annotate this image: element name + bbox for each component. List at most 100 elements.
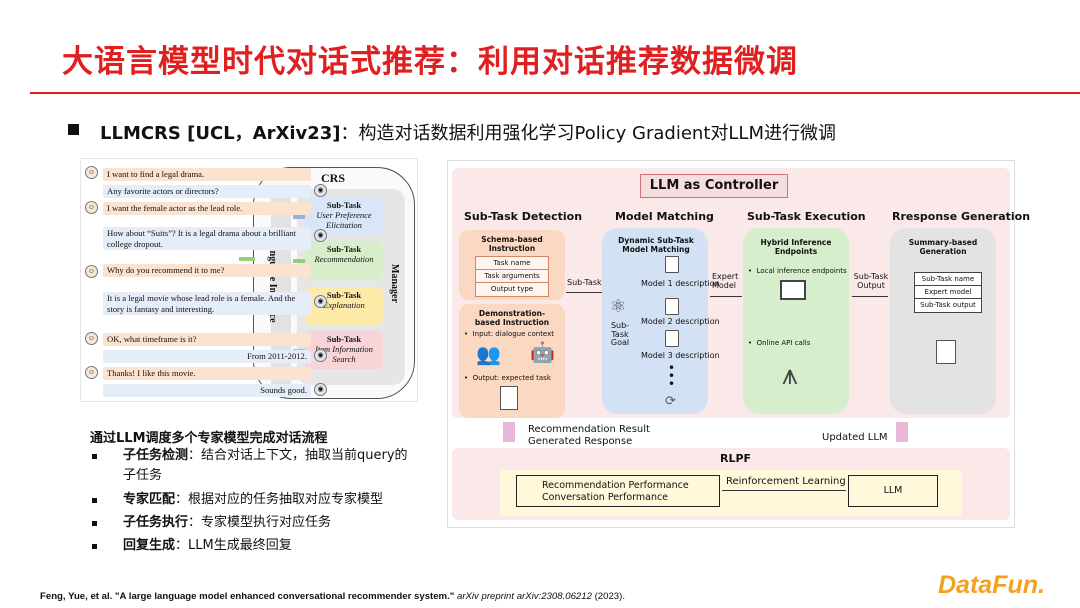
online-api: • Online API calls [748, 339, 811, 347]
dialogue-turn: OK, what timeframe is it? [103, 333, 311, 346]
model-doc-icon [665, 298, 679, 315]
subtask-arrow-label: Sub-Task [567, 278, 602, 287]
summary-row: Expert model [915, 286, 981, 299]
bot-avatar-icon: ◉ [314, 383, 327, 396]
llm-box: LLM [848, 475, 938, 507]
col-generation: Rresponse Generation [892, 210, 1031, 223]
generation-panel [890, 228, 996, 414]
model-doc-icon [665, 330, 679, 347]
col-matching: Model Matching [615, 210, 714, 223]
bullet-icon [92, 498, 97, 503]
demo-title: Demonstration-based Instruction [474, 309, 550, 327]
dyn-title: Dynamic Sub-Task Model Matching [618, 236, 694, 254]
bot-avatar-icon: ◉ [314, 229, 327, 242]
summary-title: Summary-based Generation [908, 238, 978, 256]
bullet-icon [92, 544, 97, 549]
updated-llm: Updated LLM [822, 432, 888, 443]
main-bullet-text: ：构造对话数据利用强化学习Policy Gradient对LLM进行微调 [340, 123, 836, 144]
computer-icon [780, 280, 806, 300]
dialogue-turn: Sounds good. [103, 384, 311, 397]
model-2: Model 2 description [641, 317, 720, 326]
hybrid-title: Hybrid Inference Endpoints [760, 238, 832, 256]
controller-title: LLM as Controller [640, 174, 788, 198]
atom-icon: ⚛ [610, 296, 627, 317]
user-avatar-icon: ☺ [85, 201, 98, 214]
people-icon: 👥 [476, 342, 501, 366]
main-bullet-bold: LLMCRS [UCL，ArXiv23] [100, 123, 341, 144]
schema-title: Schema-based Instruction [481, 235, 543, 253]
dialogue-turn: Any favorite actors or directors? [103, 185, 311, 198]
refresh-icon: ⟳ [665, 394, 676, 409]
bullet-icon [92, 454, 97, 459]
schema-row: Task arguments [476, 270, 548, 283]
dialogue-turn: I want the female actor as the lead role… [103, 202, 311, 215]
description-item: 回复生成：LLM生成最终回复 [92, 536, 422, 556]
document-icon [936, 340, 956, 364]
arrow-icon [852, 296, 888, 297]
up-arrow-icon [896, 422, 908, 442]
col-execution: Sub-Task Execution [747, 210, 866, 223]
description-item: 子任务检测：结合对话上下文，抽取当前query的子任务 [92, 446, 422, 486]
user-avatar-icon: ☺ [85, 166, 98, 179]
expert-model-label: Expert Model [712, 272, 739, 290]
arrow-icon [566, 292, 602, 293]
rl-label: Reinforcement Learning [726, 476, 846, 487]
user-avatar-icon: ☺ [85, 332, 98, 345]
page-title: 大语言模型时代对话式推荐：利用对话推荐数据微调 [62, 44, 798, 80]
bot-avatar-icon: ◉ [314, 295, 327, 308]
summary-row: Sub-Task name [915, 273, 981, 286]
user-avatar-icon: ☺ [85, 366, 98, 379]
description-item: 子任务执行：专家模型执行对应任务 [92, 513, 422, 533]
citation: Feng, Yue, et al. "A large language mode… [40, 591, 625, 602]
crs-title: CRS [321, 171, 346, 185]
schema-row: Task name [476, 257, 548, 270]
dialogue-turn: Why do you recommend it to me? [103, 264, 311, 277]
arrow-icon [293, 215, 305, 219]
ellipsis-icon: ••• [668, 361, 676, 391]
summary-table: Sub-Task name Expert model Sub-Task outp… [914, 272, 982, 313]
user-avatar-icon: ☺ [85, 265, 98, 278]
demo-input: • Input: dialogue context [464, 330, 555, 338]
dialogue-turn: I want to find a legal drama. [103, 168, 311, 181]
local-endpoints: • Local inference endpoints [748, 267, 847, 275]
down-arrow-icon [503, 422, 515, 442]
arrow-icon [710, 296, 742, 297]
arrow-icon [239, 257, 255, 261]
main-bullet: LLMCRS [UCL，ArXiv23]：构造对话数据利用强化学习Policy … [100, 119, 836, 145]
schema-table: Task name Task arguments Output type [475, 256, 549, 297]
title-divider [30, 92, 1080, 94]
dialogue-turn: It is a legal movie whose lead role is a… [103, 292, 311, 316]
tower-icon: ⩚ [782, 358, 798, 391]
bullet-square-icon [68, 124, 79, 135]
rlpf-title: RLPF [720, 452, 752, 465]
model-1: Model 1 description [641, 279, 720, 288]
manager-label: Manager [389, 264, 400, 303]
model-doc-icon [665, 256, 679, 273]
description-heading: 通过LLM调度多个专家模型完成对话流程 [90, 431, 328, 446]
datafun-logo: DataFun. [938, 571, 1045, 599]
bullet-icon [92, 521, 97, 526]
demo-output: • Output: expected task [464, 374, 551, 382]
dialogue-turn: Thanks! I like this movie. [103, 367, 311, 380]
subtask-output-label: Sub-Task Output [853, 272, 889, 290]
schema-row: Output type [476, 283, 548, 296]
dialogue-turn: From 2011-2012. [103, 350, 311, 363]
col-detection: Sub-Task Detection [464, 210, 583, 223]
subtask-goal: Sub-Task Goal [610, 321, 630, 347]
execution-panel [743, 228, 849, 414]
matching-panel [602, 228, 708, 414]
robot-icon: 🤖 [530, 340, 555, 364]
dialogue-turn: How about “Suits”? It is a legal drama a… [103, 227, 311, 251]
arrow-icon [293, 259, 305, 263]
model-3: Model 3 description [641, 351, 720, 360]
bot-avatar-icon: ◉ [314, 184, 327, 197]
language-interface-label: Language Interface [267, 239, 278, 323]
document-icon [500, 386, 518, 410]
arrow-icon [722, 490, 846, 491]
description-item: 专家匹配：根据对应的任务抽取对应专家模型 [92, 490, 422, 510]
